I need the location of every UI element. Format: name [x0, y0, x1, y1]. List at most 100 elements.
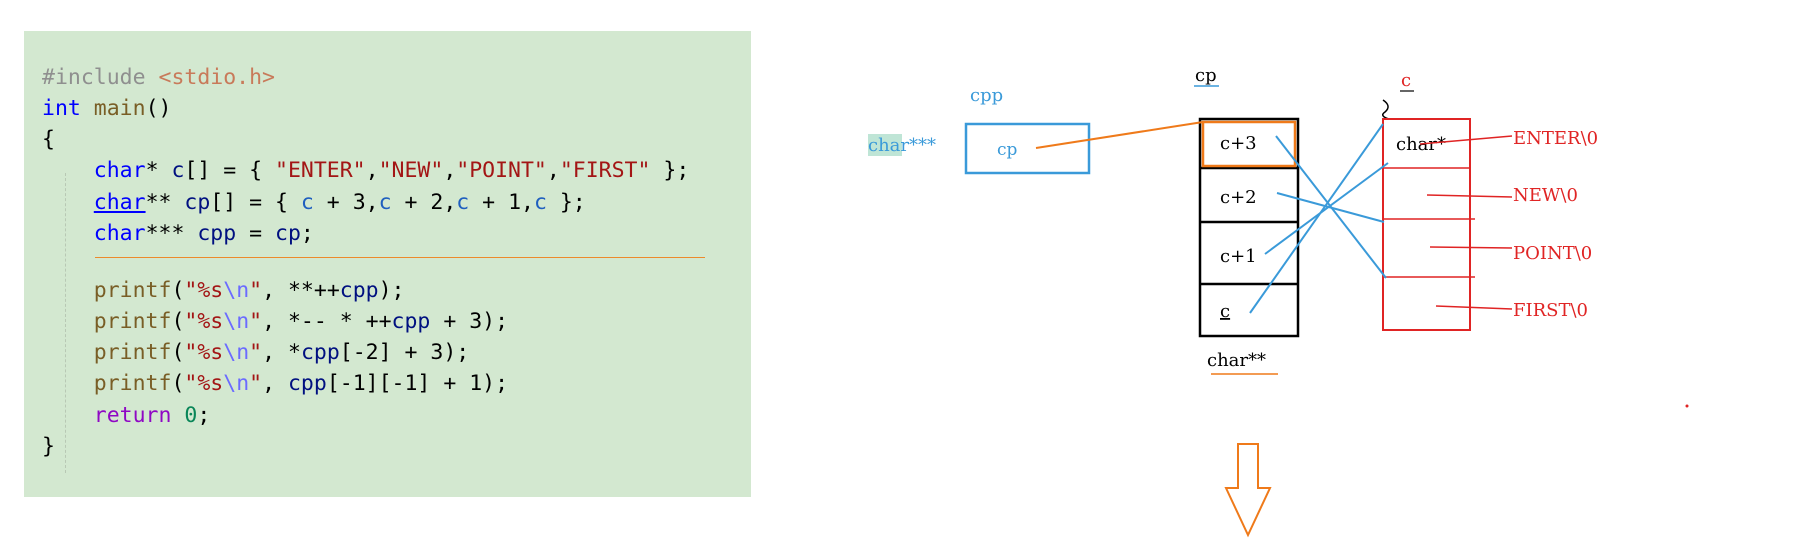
code-token: c [456, 190, 470, 215]
code-line: char** cp[] = { c + 3,c + 2,c + 1,c }; [42, 187, 586, 219]
cpp-label: cpp [970, 85, 1003, 106]
code-token: , [262, 371, 288, 396]
code-token: = [236, 221, 276, 246]
code-token: + 3); [430, 309, 509, 334]
cpp-box [964, 122, 1091, 175]
code-token: + 3, [313, 190, 379, 215]
code-token: "ENTER" [275, 158, 366, 183]
cp-to-c-line [1276, 192, 1385, 223]
code-token: ); [378, 278, 405, 303]
cpp-to-cp-line [1035, 121, 1204, 149]
code-token: }; [650, 158, 690, 183]
code-token: + 2, [391, 190, 457, 215]
code-token: ( [171, 278, 185, 303]
code-token: printf [93, 278, 172, 303]
cpp-type-label: char*** [868, 135, 936, 156]
code-line: char* c[] = { "ENTER","NEW","POINT","FIR… [42, 155, 690, 187]
code-token: * [145, 158, 172, 183]
cpp-value: cp [997, 140, 1018, 160]
code-token: ( [171, 340, 185, 365]
string-literal: NEW\0 [1513, 185, 1578, 206]
code-token: return [93, 403, 172, 428]
cursor-mark [1382, 99, 1390, 120]
code-token: , *-- * ++ [262, 309, 392, 334]
code-token: [] = { [184, 158, 276, 183]
code-token: , [546, 158, 560, 183]
cp-cell: c [1220, 301, 1230, 322]
stray-dot [1685, 404, 1689, 408]
code-token: , * [262, 340, 301, 365]
code-token: " [249, 340, 263, 365]
string-literal: ENTER\0 [1513, 128, 1598, 149]
code-token: char [93, 190, 146, 215]
code-token: #include [42, 65, 159, 90]
cp-label: cp [1195, 65, 1217, 86]
cp-cell: c+2 [1220, 187, 1257, 208]
c-to-string-line [1419, 135, 1513, 145]
code-line: char*** cpp = cp; [42, 218, 314, 250]
code-token: cpp [339, 278, 379, 303]
string-literal: FIRST\0 [1513, 300, 1588, 321]
cp-cell: c+3 [1220, 133, 1257, 154]
code-token: }; [546, 190, 586, 215]
code-token: , [365, 158, 379, 183]
code-token: ; [300, 221, 314, 246]
code-token: main [93, 96, 146, 121]
code-token: } [42, 434, 55, 459]
code-token: cpp [300, 340, 340, 365]
cp-array-box [1198, 117, 1300, 338]
code-token: printf [93, 309, 172, 334]
code-line: } [42, 431, 55, 463]
c-to-string-line [1426, 194, 1513, 198]
code-token: [-1][-1] + 1); [326, 371, 509, 396]
code-line: return 0; [42, 400, 211, 432]
code-token: cp [184, 190, 211, 215]
code-token: "FIRST" [559, 158, 651, 183]
code-token: "POINT" [456, 158, 547, 183]
indent-guide [65, 173, 66, 473]
code-token: char [93, 221, 146, 246]
code-token: ( [171, 371, 185, 396]
cp-cell: c+1 [1220, 246, 1257, 267]
cp-to-c-line [1264, 162, 1389, 255]
code-token: [] = { [210, 190, 301, 215]
code-token: ; [197, 403, 211, 428]
code-token: , **++ [262, 278, 340, 303]
c-to-string-line [1435, 305, 1513, 310]
code-token: " [249, 371, 263, 396]
code-token: , [443, 158, 457, 183]
c-to-string-line [1429, 246, 1513, 249]
cp-cell-highlight [1201, 120, 1297, 168]
code-token: " [249, 278, 263, 303]
string-literal: POINT\0 [1513, 243, 1592, 264]
code-line: int main() [42, 93, 171, 125]
code-token: cpp [287, 371, 327, 396]
code-line: #include <stdio.h> [42, 62, 275, 94]
code-line: printf("%s\n", *cpp[-2] + 3); [42, 337, 469, 369]
cp-type-label: char** [1207, 350, 1266, 371]
code-token: [-2] + 3); [339, 340, 470, 365]
c-label: c [1401, 70, 1411, 91]
code-token: "NEW" [378, 158, 444, 183]
code-token: () [145, 96, 172, 121]
code-token: cpp [197, 221, 237, 246]
code-token: printf [93, 371, 172, 396]
code-token: cpp [391, 309, 431, 334]
code-panel: #include <stdio.h>int main(){ char* c[] … [24, 31, 751, 497]
code-token: \n [223, 340, 250, 365]
code-token: cp [275, 221, 301, 246]
code-token: 0 [184, 403, 198, 428]
code-token: c [378, 190, 392, 215]
code-line: printf("%s\n", *-- * ++cpp + 3); [42, 306, 508, 338]
code-token: " [249, 309, 263, 334]
code-token: \n [223, 309, 250, 334]
code-token: "%s [184, 371, 224, 396]
code-line: { [42, 124, 55, 156]
code-token: { [42, 127, 55, 152]
code-token: "%s [184, 278, 224, 303]
code-token: ( [171, 309, 185, 334]
code-token: char [93, 158, 146, 183]
code-token: *** [145, 221, 198, 246]
separator-line [95, 257, 705, 258]
